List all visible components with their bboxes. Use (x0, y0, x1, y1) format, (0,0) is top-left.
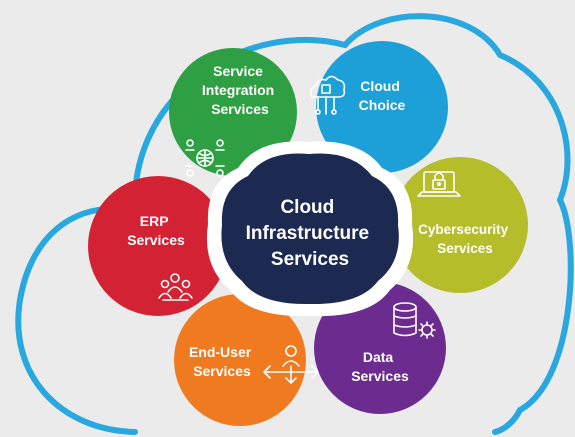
segment-label-line: ERP (140, 213, 169, 229)
database-gear-icon (393, 302, 436, 339)
segment-label-line: Service (213, 63, 263, 79)
center-hub: Cloud Infrastructure Services (206, 141, 414, 317)
center-title-line: Infrastructure (246, 223, 370, 244)
laptop-lock-icon (417, 171, 461, 197)
segment-data: Data Services (314, 282, 446, 414)
segment-erp: ERP Services (88, 176, 228, 316)
svg-text:ERP Services: ERP Services (127, 213, 185, 248)
svg-text:Cloud Choice: Cloud Choice (359, 78, 406, 113)
svg-text:Cybersecurity Services: Cybersecurity Services (418, 222, 512, 256)
segment-label-line: Choice (359, 97, 406, 113)
cloud-network-icon (309, 75, 346, 115)
segment-cybersecurity: Cybersecurity Services (392, 157, 528, 293)
user-arrows-icon (263, 345, 319, 384)
cloud-outline (15, 13, 574, 435)
segment-end-user: End-User Services (174, 294, 319, 426)
segment-label-line: Cybersecurity (418, 222, 509, 237)
segment-label-line: Services (351, 368, 409, 384)
segment-label-line: Services (193, 363, 251, 379)
svg-text:Service Integration: Service Integration Services (202, 63, 278, 117)
segment-label-line: Data (363, 349, 394, 365)
segment-label-line: Services (211, 101, 269, 117)
svg-text:Data Services: Data Services (351, 349, 409, 384)
people-globe-icon (185, 139, 225, 177)
svg-text:End-User Services: End-User Services (189, 344, 255, 379)
segment-cloud-choice: Cloud Choice (309, 41, 448, 173)
segment-label-line: Services (437, 241, 493, 256)
segment-label-line: Cloud (360, 78, 400, 94)
team-icon (158, 273, 193, 301)
center-title-line: Services (271, 249, 349, 270)
center-title-line: Cloud (280, 197, 334, 218)
segment-label-line: End-User (189, 344, 252, 360)
segment-label-line: Integration (202, 82, 274, 98)
center-hub-shape (221, 153, 399, 305)
svg-text:Cloud Infrastructure: Cloud Infrastructure Services (246, 197, 375, 270)
segment-service-integration: Service Integration Services (169, 48, 297, 177)
segment-label-line: Services (127, 232, 185, 248)
